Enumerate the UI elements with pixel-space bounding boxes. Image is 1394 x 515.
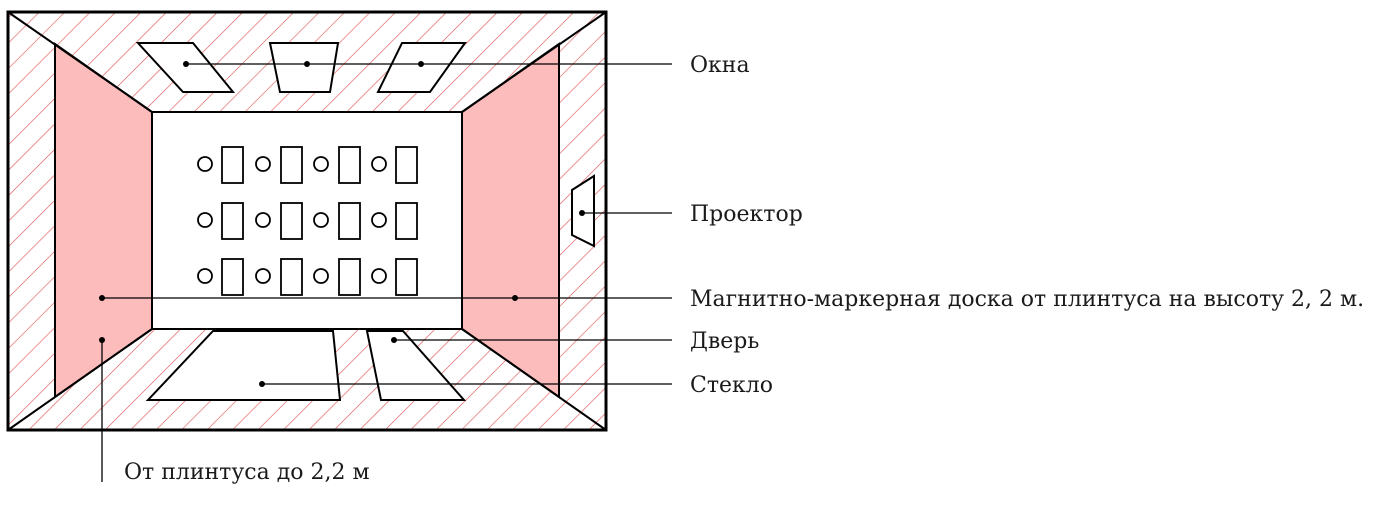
chair — [371, 212, 387, 228]
corner-line-top-left — [7, 11, 153, 113]
desk — [221, 146, 244, 184]
window-3 — [376, 42, 467, 93]
label-projector: Проектор — [690, 202, 803, 227]
desk — [395, 202, 418, 240]
desk — [280, 258, 303, 296]
seating-row-3 — [197, 258, 418, 296]
leader-dot-door — [391, 337, 397, 343]
label-whiteboard: Магнитно-маркерная доска от плинтуса на … — [690, 287, 1364, 312]
window-1 — [135, 42, 236, 93]
glass-panel — [145, 330, 342, 401]
desk — [395, 258, 418, 296]
window-2 — [268, 42, 340, 93]
chair — [255, 156, 271, 172]
chair — [197, 156, 213, 172]
desk — [221, 202, 244, 240]
leader-door — [391, 337, 672, 343]
leader-whiteboard — [99, 295, 672, 301]
chair — [255, 268, 271, 284]
desk — [395, 146, 418, 184]
chair — [313, 268, 329, 284]
desk — [338, 258, 361, 296]
leader-dot-window-1 — [183, 61, 189, 67]
label-windows: Окна — [690, 53, 750, 78]
seating-row-1 — [197, 146, 418, 184]
chair — [197, 212, 213, 228]
leader-windows — [183, 61, 672, 67]
chair — [371, 156, 387, 172]
leader-dot-projector — [579, 210, 585, 216]
label-door: Дверь — [690, 329, 759, 354]
leader-dot-whiteboard-left — [99, 295, 105, 301]
leader-projector — [579, 210, 672, 216]
chair — [313, 156, 329, 172]
leader-dot-window-2 — [304, 61, 310, 67]
leader-dot-glass — [259, 381, 265, 387]
seating-row-2 — [197, 202, 418, 240]
seating-layout — [197, 146, 418, 296]
leader-baseboard — [99, 337, 105, 482]
door — [365, 330, 467, 401]
desk — [338, 202, 361, 240]
label-glass: Стекло — [690, 373, 773, 398]
label-baseboard: От плинтуса до 2,2 м — [124, 460, 370, 485]
leader-dot-baseboard — [99, 337, 105, 343]
desk — [221, 258, 244, 296]
desk — [338, 146, 361, 184]
corner-line-bottom-right — [461, 328, 607, 431]
chair — [197, 268, 213, 284]
leader-dot-window-3 — [418, 61, 424, 67]
chair — [255, 212, 271, 228]
leader-glass — [259, 381, 672, 387]
corner-line-bottom-left — [7, 328, 153, 431]
chair — [313, 212, 329, 228]
corner-line-top-right — [461, 11, 607, 113]
desk — [280, 146, 303, 184]
leader-dot-whiteboard-right — [512, 295, 518, 301]
chair — [371, 268, 387, 284]
desk — [280, 202, 303, 240]
